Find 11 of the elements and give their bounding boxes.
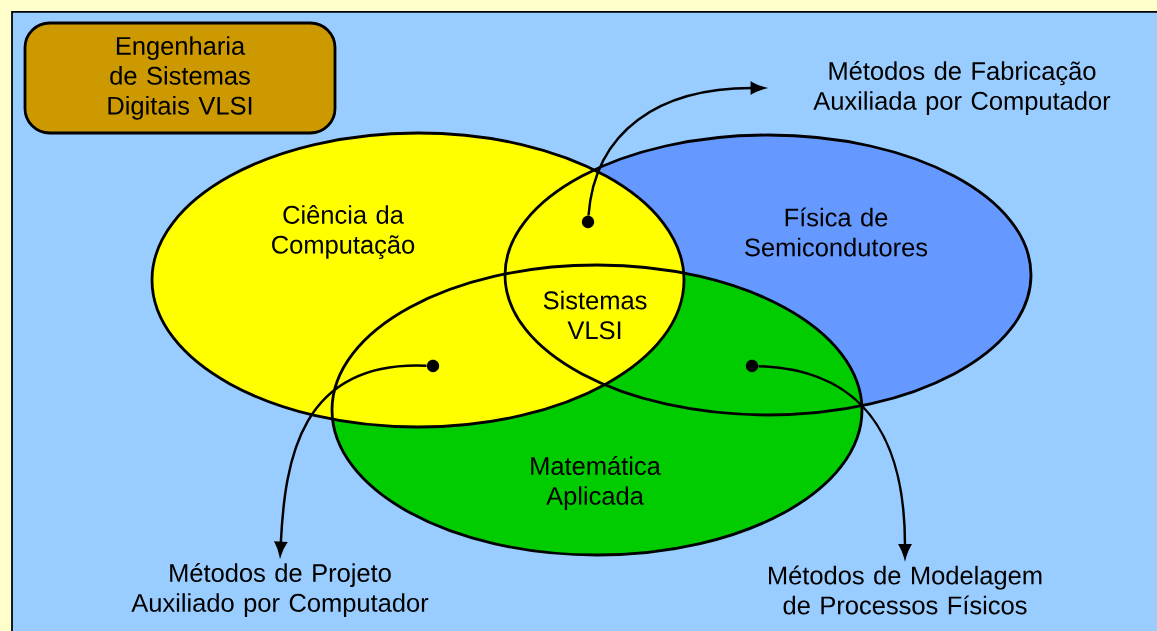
leader-arrow: [758, 364, 912, 559]
caption-text: Métodos de Fabricação Auxiliada por Computador: [813, 61, 1111, 115]
ellipse-region: Matemática Aplicada: [531, 456, 661, 510]
ellipse-region: Física de Semicondutores: [745, 207, 928, 257]
leader-arrow: [274, 364, 427, 556]
title-box: Engenharia de Sistemas Digitais VLSI: [23, 21, 337, 135]
caption-text: Métodos de Projeto Auxiliado por Computador: [131, 563, 429, 617]
ellipse-region: Ciência da Computação: [272, 205, 415, 259]
region-label: Sistemas VLSI: [543, 290, 647, 340]
leader-arrow: [587, 81, 765, 216]
caption-text: Métodos de Modelagem de Processos Físicos: [769, 565, 1042, 615]
